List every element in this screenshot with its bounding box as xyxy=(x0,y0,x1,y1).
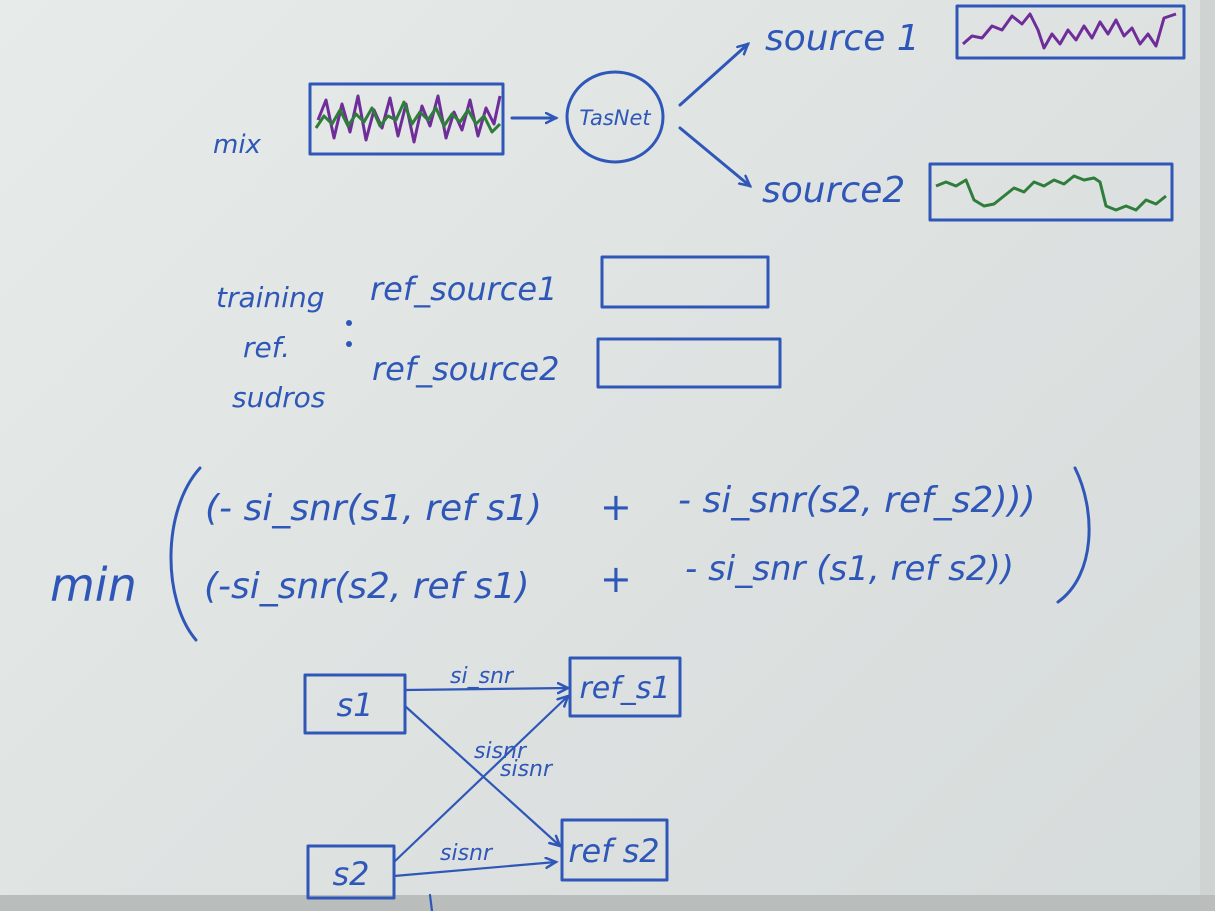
source2-label: source2 xyxy=(762,170,905,211)
paper-edge-bottom xyxy=(0,895,1215,911)
ref-source1-box xyxy=(600,255,770,309)
paper-edge-right xyxy=(1200,0,1215,895)
arrow-to-source1 xyxy=(678,44,748,107)
ref-source2-label: ref_source2 xyxy=(372,350,559,388)
formula-line1-term2: - si_snr(s2, ref_s2))) xyxy=(678,480,1036,521)
formula-line1-term1: (- si_snr(s1, ref s1) xyxy=(205,488,542,529)
outer-left-paren xyxy=(169,466,202,642)
ref-s1-label: ref_s1 xyxy=(579,671,670,706)
edge-label-cross-2: sisnr xyxy=(500,757,554,782)
ref-source1-label: ref_source1 xyxy=(370,270,557,308)
arrow-to-source2 xyxy=(678,126,750,186)
tasnet-label: TasNet xyxy=(579,106,651,130)
sudros-word: sudros xyxy=(232,381,325,414)
edge-s2-to-ref-s2 xyxy=(392,862,556,878)
s2-label: s2 xyxy=(332,855,369,893)
formula-line1-plus: + xyxy=(600,485,632,529)
colon-dot-upper xyxy=(346,320,352,326)
edge-s2-to-ref-s1 xyxy=(392,696,568,864)
s1-label: s1 xyxy=(336,686,373,724)
formula-line2-term2: - si_snr (s1, ref s2)) xyxy=(685,549,1014,589)
min-label: min xyxy=(50,558,137,612)
formula-line2-term1: (-si_snr(s2, ref s1) xyxy=(204,566,530,607)
s2-node: s2 xyxy=(306,844,396,900)
ref-s2-node: ref s2 xyxy=(560,818,669,882)
tasnet-node: TasNet xyxy=(565,70,665,164)
edge-s1-to-ref-s2 xyxy=(403,704,560,846)
edge-label-top: si_snr xyxy=(450,664,515,689)
source2-waveform-box xyxy=(928,162,1174,222)
source1-waveform-box xyxy=(955,4,1186,60)
colon-dot-lower xyxy=(346,341,352,347)
edge-label-bottom: sisnr xyxy=(440,841,494,866)
mix-label: mix xyxy=(213,130,262,160)
page-bottom-stroke xyxy=(428,893,434,911)
training-word: training xyxy=(216,281,324,314)
formula-line2-plus: + xyxy=(600,557,632,601)
ref-s2-label: ref s2 xyxy=(568,832,659,870)
edge-label-cross-1: sisnr xyxy=(474,739,528,764)
s1-node: s1 xyxy=(303,673,407,735)
ref-source2-box xyxy=(596,337,782,389)
mix-waveform-box xyxy=(308,82,505,156)
outer-right-paren xyxy=(1056,466,1091,604)
ref-s1-node: ref_s1 xyxy=(568,656,682,718)
ref-word: ref. xyxy=(243,331,290,364)
source1-label: source 1 xyxy=(765,18,920,59)
edge-s1-to-ref-s1 xyxy=(403,688,568,690)
